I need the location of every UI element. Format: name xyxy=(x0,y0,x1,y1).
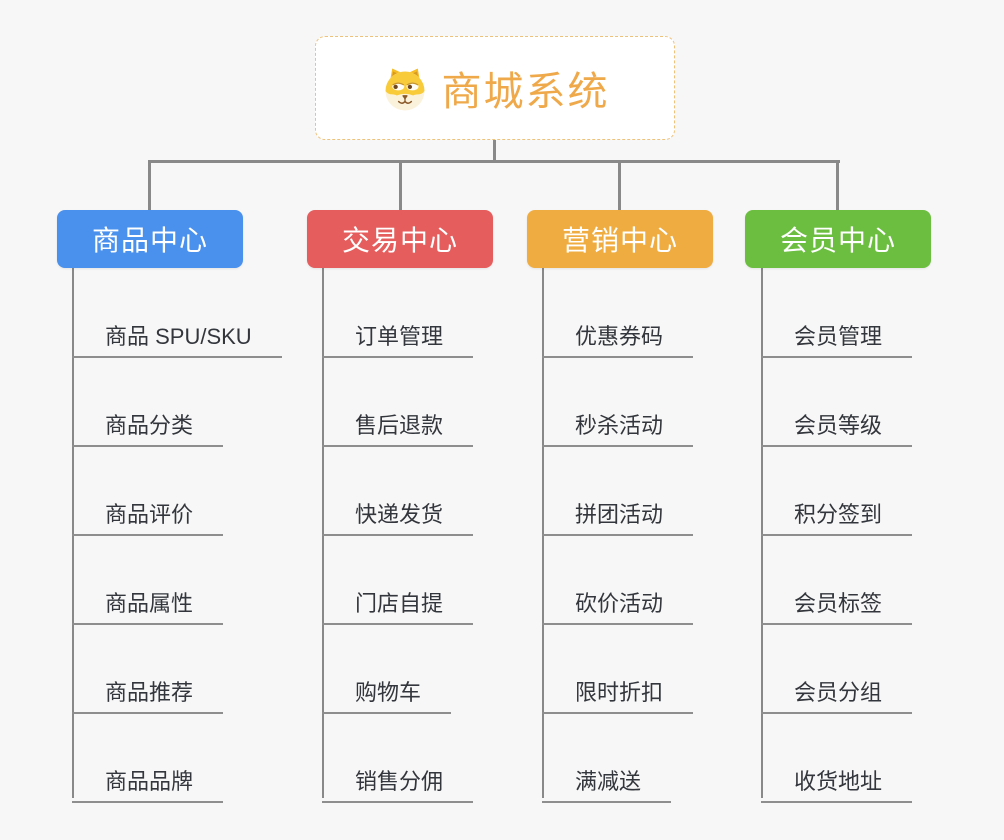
shiba-dog-icon xyxy=(381,64,429,112)
child-node[interactable]: 购物车 xyxy=(322,663,452,714)
connector-line xyxy=(618,160,621,210)
connector-line xyxy=(148,160,840,163)
connector-line xyxy=(322,268,324,798)
branch-member-center[interactable]: 会员中心 xyxy=(745,210,931,268)
connector-line xyxy=(399,160,402,210)
child-node[interactable]: 销售分佣 xyxy=(322,752,474,803)
child-node[interactable]: 会员管理 xyxy=(761,307,913,358)
connector-line xyxy=(148,160,151,210)
child-node[interactable]: 会员等级 xyxy=(761,396,913,447)
child-node[interactable]: 秒杀活动 xyxy=(542,396,694,447)
child-node[interactable]: 商品属性 xyxy=(72,574,224,625)
child-node[interactable]: 商品评价 xyxy=(72,485,224,536)
child-node[interactable]: 优惠券码 xyxy=(542,307,694,358)
root-title: 商城系统 xyxy=(441,70,610,114)
branch-marketing-center[interactable]: 营销中心 xyxy=(527,210,713,268)
root-node[interactable]: 商城系统 xyxy=(315,36,675,140)
connector-line xyxy=(836,160,839,210)
connector-line xyxy=(493,140,496,163)
child-node[interactable]: 售后退款 xyxy=(322,396,474,447)
child-node[interactable]: 会员标签 xyxy=(761,574,913,625)
child-node[interactable]: 快递发货 xyxy=(322,485,474,536)
child-node[interactable]: 限时折扣 xyxy=(542,663,694,714)
child-node[interactable]: 会员分组 xyxy=(761,663,913,714)
child-node[interactable]: 商品分类 xyxy=(72,396,224,447)
child-node[interactable]: 订单管理 xyxy=(322,307,474,358)
child-node[interactable]: 商品品牌 xyxy=(72,752,224,803)
branch-trade-center[interactable]: 交易中心 xyxy=(307,210,493,268)
connector-line xyxy=(542,268,544,798)
child-node[interactable]: 满减送 xyxy=(542,752,672,803)
child-node[interactable]: 商品 SPU/SKU xyxy=(72,307,282,358)
child-node[interactable]: 门店自提 xyxy=(322,574,474,625)
connector-line xyxy=(72,268,74,798)
child-node[interactable]: 积分签到 xyxy=(761,485,913,536)
child-node[interactable]: 收货地址 xyxy=(761,752,913,803)
child-node[interactable]: 拼团活动 xyxy=(542,485,694,536)
child-node[interactable]: 砍价活动 xyxy=(542,574,694,625)
child-node[interactable]: 商品推荐 xyxy=(72,663,224,714)
connector-line xyxy=(761,268,763,798)
branch-product-center[interactable]: 商品中心 xyxy=(57,210,243,268)
